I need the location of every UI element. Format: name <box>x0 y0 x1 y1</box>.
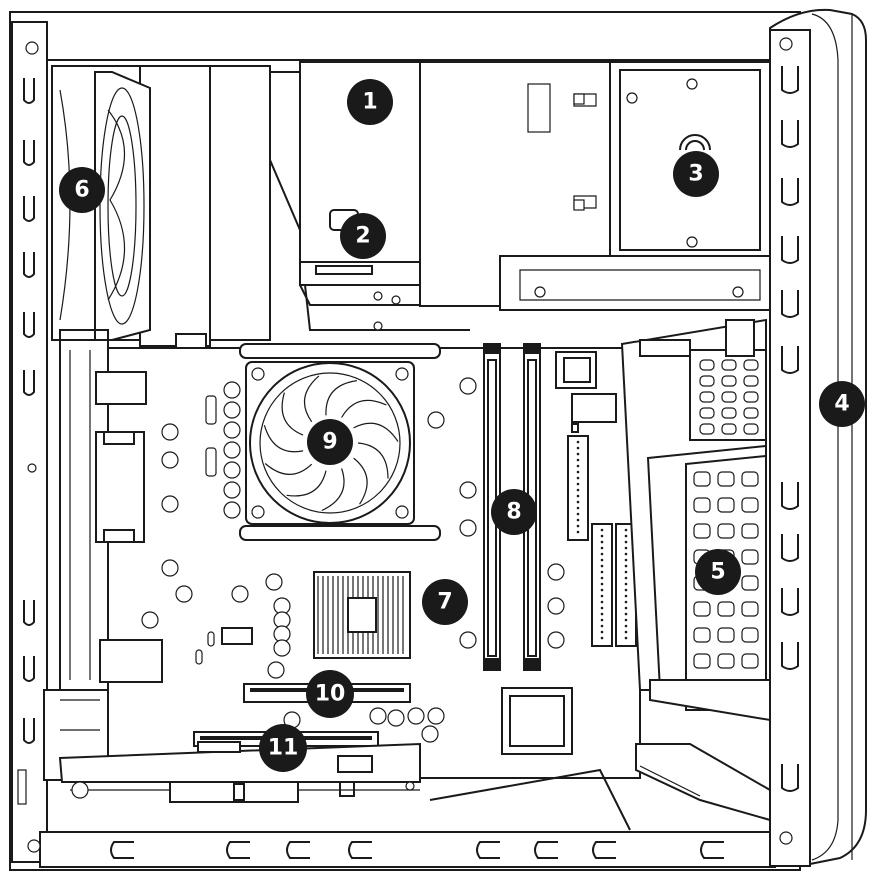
front-panel-bezel <box>769 8 867 867</box>
callout-1: 1 <box>347 79 393 125</box>
callout-9: 9 <box>307 419 353 465</box>
svg-text:6: 6 <box>74 178 89 203</box>
svg-text:7: 7 <box>437 590 452 615</box>
chipset-heatsink <box>313 571 411 659</box>
callout-3: 3 <box>673 151 719 197</box>
svg-text:10: 10 <box>315 682 346 707</box>
callout-6: 6 <box>59 167 105 213</box>
svg-text:9: 9 <box>322 430 337 455</box>
callout-4: 4 <box>819 381 865 427</box>
svg-text:3: 3 <box>688 162 703 187</box>
svg-text:5: 5 <box>710 560 725 585</box>
callout-5: 5 <box>695 549 741 595</box>
svg-text:1: 1 <box>362 90 377 115</box>
rear-exhaust-fan <box>51 65 271 351</box>
callout-2: 2 <box>340 213 386 259</box>
motherboard <box>43 329 641 781</box>
capacitors <box>141 377 565 743</box>
callout-7: 7 <box>422 579 468 625</box>
cable-trace <box>429 768 631 831</box>
callout-10: 10 <box>306 670 354 718</box>
power-supply-area <box>269 61 470 331</box>
bottom-rail-slots <box>110 841 724 859</box>
svg-text:2: 2 <box>355 224 370 249</box>
svg-text:11: 11 <box>268 736 299 761</box>
left-rail-slots <box>17 41 41 853</box>
graphics-card <box>58 741 421 803</box>
callout-8: 8 <box>491 489 537 535</box>
svg-text:8: 8 <box>506 500 521 525</box>
svg-text:4: 4 <box>834 392 849 417</box>
callout-11: 11 <box>259 724 307 772</box>
